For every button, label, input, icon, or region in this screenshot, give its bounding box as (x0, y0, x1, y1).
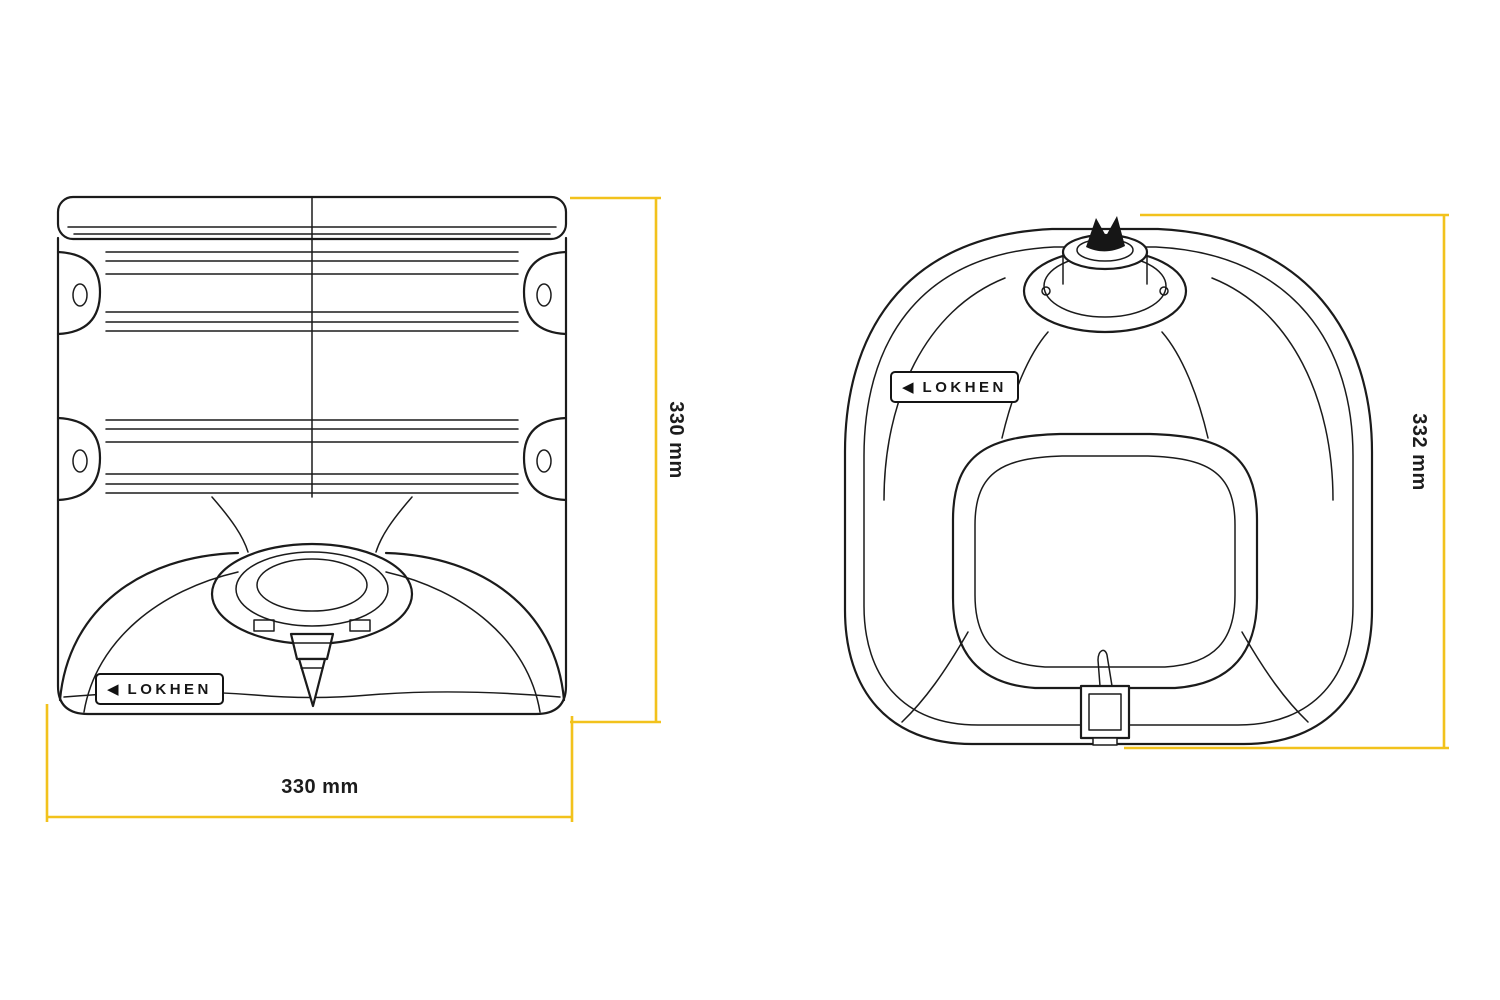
brand-logo-front: ◀ LOKHEN (95, 673, 224, 705)
dimension-lines (45, 196, 1449, 822)
front-view-drawing (56, 195, 568, 716)
brand-logo-text: LOKHEN (127, 680, 212, 698)
brand-triangle-icon: ◀ (902, 378, 914, 396)
brand-logo-text: LOKHEN (922, 378, 1007, 396)
brand-logo-side: ◀ LOKHEN (890, 371, 1019, 403)
brand-triangle-icon: ◀ (107, 680, 119, 698)
front-width-dimension-label: 330 mm (281, 776, 359, 798)
side-view-drawing (843, 216, 1374, 746)
front-height-dimension-label: 330 mm (665, 401, 687, 479)
side-height-dimension-label: 332 mm (1408, 413, 1430, 491)
cap-knob-icon (1086, 216, 1125, 252)
